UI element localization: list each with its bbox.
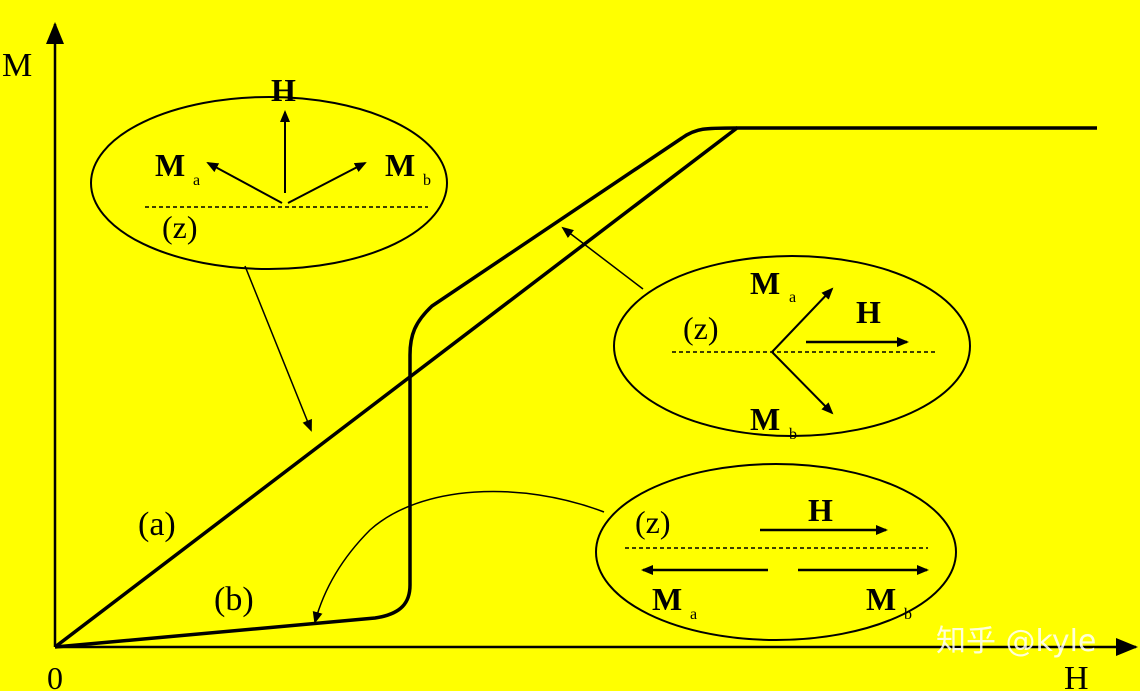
ma-label-top: M bbox=[155, 147, 185, 183]
ellipse-high-field-state bbox=[613, 255, 971, 437]
pointer-mid-to-curve bbox=[561, 226, 644, 290]
z-label-bottom: (z) bbox=[635, 504, 671, 540]
ellipse-low-field-state bbox=[90, 96, 448, 270]
ma-sub-top: a bbox=[193, 172, 200, 189]
mb-sub-top: b bbox=[423, 172, 431, 189]
ma-label-bottom: M bbox=[652, 581, 682, 617]
curve-a bbox=[53, 126, 1097, 649]
curve-b-label: (b) bbox=[214, 581, 254, 618]
curve-a-label: (a) bbox=[138, 506, 176, 543]
mb-arrow-mid bbox=[771, 351, 834, 415]
mb-arrow-top bbox=[287, 162, 367, 204]
mb-sub-mid: b bbox=[789, 426, 797, 443]
ma-arrow-top bbox=[206, 162, 283, 204]
z-label-mid: (z) bbox=[683, 310, 719, 346]
ellipse-antiparallel-state bbox=[595, 463, 957, 641]
curve-b bbox=[54, 126, 738, 649]
pointer-bottom-to-curve-b bbox=[312, 490, 605, 624]
mb-label-bottom: M bbox=[866, 581, 896, 617]
pointer-top-to-curve-a bbox=[244, 265, 312, 432]
mb-label-top: M bbox=[385, 147, 415, 183]
ma-sub-mid: a bbox=[789, 289, 796, 306]
mb-sub-bottom: b bbox=[904, 606, 912, 623]
origin-label: 0 bbox=[47, 660, 63, 691]
h-label-mid: H bbox=[856, 294, 881, 330]
mb-label-mid: M bbox=[750, 401, 780, 437]
x-axis-label: H bbox=[1064, 660, 1089, 691]
y-axis-label: M bbox=[2, 47, 32, 84]
h-label-top: H bbox=[271, 72, 296, 108]
watermark: 知乎 @kyle bbox=[936, 624, 1096, 659]
h-label-bottom: H bbox=[808, 492, 833, 528]
ma-arrow-mid bbox=[771, 287, 834, 353]
ma-sub-bottom: a bbox=[690, 606, 697, 623]
z-label-top: (z) bbox=[162, 209, 198, 245]
ma-label-mid: M bbox=[750, 265, 780, 301]
